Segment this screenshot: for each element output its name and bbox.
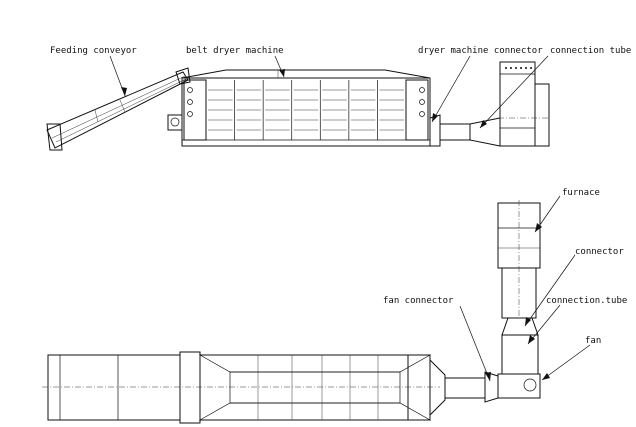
label-connection-tube-top: connection tube — [550, 46, 631, 56]
belt-dryer-machine — [167, 69, 431, 147]
label-fan: fan — [585, 336, 601, 346]
side-elevation-view — [46, 61, 550, 151]
label-connector: connector — [575, 247, 624, 257]
feeding-conveyor — [46, 67, 191, 151]
furnace — [497, 200, 541, 319]
dryer-plan — [42, 351, 446, 424]
furnace-side — [498, 61, 550, 147]
dryer-machine-connector — [429, 114, 501, 147]
label-connection-tube-bottom: connection.tube — [546, 296, 627, 306]
fan — [497, 373, 541, 399]
plan-view — [42, 200, 541, 424]
label-belt-dryer-machine: belt dryer machine — [186, 46, 284, 56]
label-furnace: furnace — [562, 188, 600, 198]
label-fan-connector: fan connector — [383, 296, 454, 306]
label-dryer-machine-connector: dryer machine connector — [418, 46, 543, 56]
connection-tube — [501, 317, 539, 375]
leader-lines — [109, 55, 591, 382]
label-feeding-conveyor: Feeding conveyor — [50, 46, 137, 56]
labels: Feeding conveyor belt dryer machine drye… — [50, 46, 631, 346]
